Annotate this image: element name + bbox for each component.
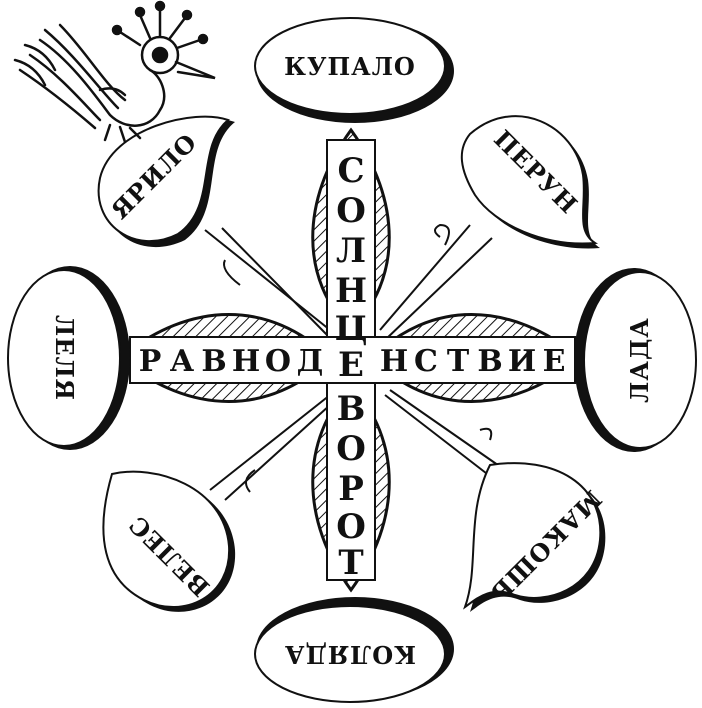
horizontal-letter: А <box>170 344 195 379</box>
vertical-letter: Н <box>335 271 367 311</box>
vertical-word: С О Л Н Ц Е В О Р О Т <box>335 151 368 583</box>
vertical-letter: Т <box>338 543 363 583</box>
node-label: КУПАЛО <box>284 52 416 81</box>
horizontal-letter: Н <box>232 344 260 379</box>
vertical-letter: Ц <box>335 309 368 349</box>
vertical-letter: С <box>337 151 364 191</box>
horizontal-letter: Н <box>380 344 408 379</box>
horizontal-letter: О <box>265 344 291 379</box>
vertical-letter: О <box>336 507 366 547</box>
node-top: КУПАЛО <box>255 18 454 123</box>
vertical-letter: Л <box>336 231 366 271</box>
horizontal-letter: В <box>201 344 226 379</box>
vertical-letter: Е <box>338 345 364 385</box>
node-top-left: ЯРИЛО <box>99 117 235 247</box>
horizontal-letter: Е <box>543 344 566 379</box>
vertical-letter: В <box>337 389 366 429</box>
node-bottom-left: ВЕЛЕС <box>103 472 235 612</box>
horizontal-letter: Т <box>447 344 470 379</box>
horizontal-letter: В <box>477 344 502 379</box>
node-top-right: ПЕРУН <box>462 116 600 248</box>
node-bottom-right: МАКОШЬ <box>465 463 608 612</box>
node-left: ЛЕЛЯ <box>8 266 130 450</box>
horizontal-letter: С <box>414 344 438 379</box>
node-label: ЛАДА <box>625 317 654 403</box>
node-label: КОЛЯДА <box>284 640 416 669</box>
node-bottom: КОЛЯДА <box>255 597 454 702</box>
vertical-letter: О <box>336 191 366 231</box>
vertical-letter: Р <box>338 469 364 509</box>
horizontal-letter: Д <box>297 344 324 379</box>
horizontal-letter: Р <box>139 344 162 379</box>
node-right: ЛАДА <box>574 268 696 452</box>
vertical-letter: О <box>336 429 366 469</box>
horizontal-letter: И <box>508 344 536 379</box>
node-label: ЛЕЛЯ <box>50 315 79 401</box>
